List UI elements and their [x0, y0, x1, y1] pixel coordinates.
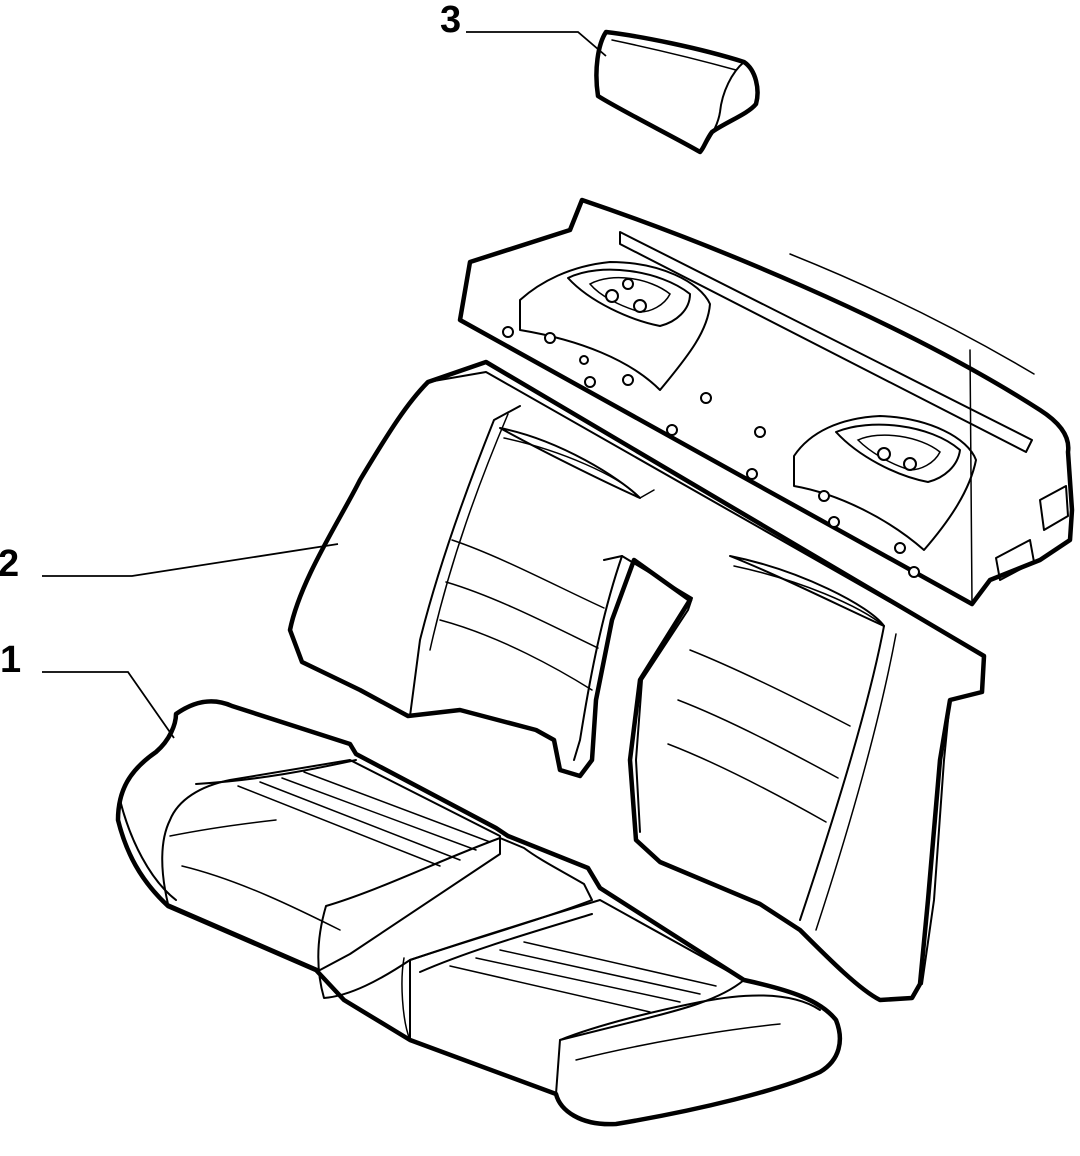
leader-line-3	[466, 31, 607, 57]
leader-lines	[42, 31, 607, 739]
seat-cushion-part[interactable]	[115, 699, 843, 1127]
parcel-shelf-part[interactable]	[457, 197, 1075, 607]
callout-label-2: 2	[0, 543, 19, 585]
callout-labels: 3 2 1	[0, 0, 461, 681]
callout-label-3: 3	[440, 0, 461, 41]
leader-line-1	[42, 671, 175, 739]
seat-backrest-part[interactable]	[287, 359, 987, 1003]
callout-label-1: 1	[0, 639, 21, 681]
headrest-part[interactable]	[594, 29, 760, 155]
leader-line-2	[42, 543, 339, 577]
